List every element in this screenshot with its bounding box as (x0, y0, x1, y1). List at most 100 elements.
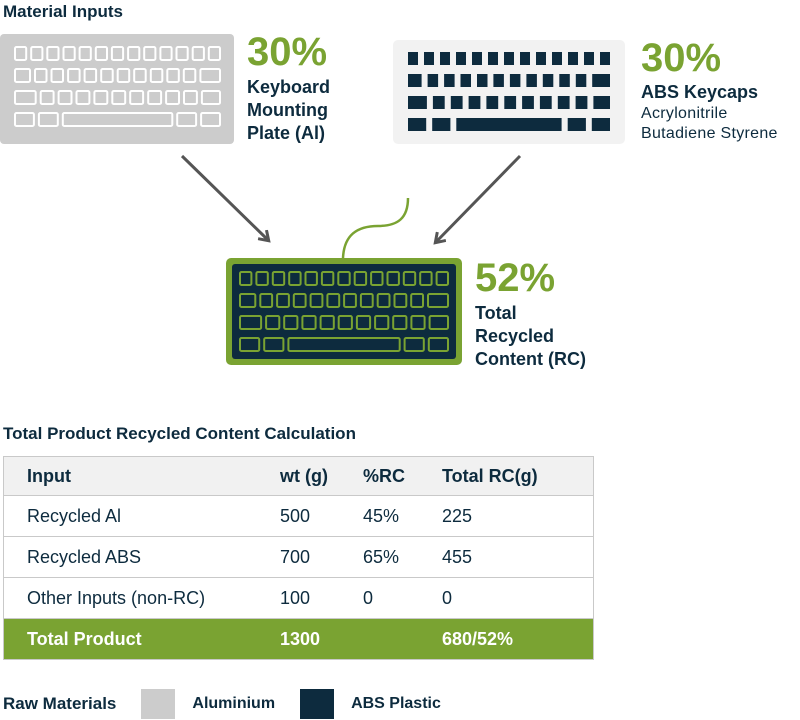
keyboard-key (444, 74, 455, 87)
keyboard-key (176, 112, 198, 127)
keyboard-key (584, 52, 594, 65)
legend-title: Raw Materials (3, 694, 117, 713)
keyboard-key (166, 68, 180, 83)
keyboard-key (320, 271, 335, 286)
arrow-from-aluminium (180, 154, 268, 240)
arrow-from-abs (436, 154, 522, 242)
legend-label-aluminium: Aluminium (192, 695, 276, 712)
table-header-row: Input wt (g) %RC Total RC(g) (3, 456, 594, 496)
keyboard-key (355, 315, 372, 330)
keyboard-key (100, 68, 114, 83)
keyboard-key (424, 52, 434, 65)
keyboard-key (50, 68, 64, 83)
legend: Raw Materials Aluminium ABS Plastic (3, 688, 441, 720)
recycled-label-line: Recycled (475, 326, 555, 346)
keyboard-cable (341, 197, 410, 259)
cell-input: Recycled ABS (27, 546, 142, 567)
keyboard-key (292, 293, 307, 308)
keyboard-key (460, 74, 471, 87)
keyboard-key (408, 74, 422, 87)
cell-weight: 100 (280, 587, 311, 608)
cell-total-rc: 225 (442, 505, 473, 526)
keyboard-key (287, 337, 401, 352)
abs-label-line: ABS Keycaps (641, 82, 759, 102)
material-inputs-title: Material Inputs (3, 2, 123, 21)
keyboard-key (359, 293, 374, 308)
keyboard-key (159, 46, 173, 61)
keyboard-key (199, 68, 221, 83)
keyboard-key (111, 90, 127, 105)
keyboard-key (62, 46, 76, 61)
cell-total-rc: 0 (442, 587, 453, 608)
keyboard-key (386, 271, 400, 286)
recycled-label-line: Content (RC) (475, 349, 586, 369)
aluminium-label-line: Plate (Al) (247, 123, 326, 143)
keyboard-key (46, 46, 60, 61)
keyboard-key (67, 68, 81, 83)
keyboard-key (504, 96, 517, 109)
keyboard-key (129, 90, 145, 105)
keyboard-key (165, 90, 181, 105)
recycled-label-line: Total (475, 303, 517, 323)
legend-label-abs: ABS Plastic (351, 695, 441, 712)
aluminium-percent: 30% (247, 30, 328, 74)
keyboard-key (410, 315, 426, 330)
cell-percent-rc: 45% (363, 505, 400, 526)
keyboard-key (526, 74, 537, 87)
keyboard-key (83, 68, 98, 83)
aluminium-keyboard-icon (0, 34, 234, 144)
abs-percent: 30% (641, 36, 722, 80)
keyboard-key (522, 96, 534, 109)
cell-percent-rc: 65% (363, 546, 400, 567)
keyboard-key (239, 337, 261, 352)
keyboard-key (472, 52, 482, 65)
keyboard-key (34, 68, 48, 83)
keyboard-key (319, 315, 335, 330)
keyboard-key (440, 52, 450, 65)
keyboard-key (403, 337, 425, 352)
recycled-percent: 52% (475, 256, 556, 300)
keyboard-key (509, 74, 521, 87)
keyboard-key (343, 293, 357, 308)
keyboard-key (468, 96, 481, 109)
material-flow-diagram (0, 34, 625, 365)
keyboard-key (410, 293, 425, 308)
table-total-row: Total Product 1300 680/52% (3, 618, 594, 660)
keyboard-key (39, 90, 55, 105)
keyboard-key (78, 46, 92, 61)
keyboard-key (239, 315, 263, 330)
keyboard-key (326, 293, 341, 308)
total-percent-rc (340, 619, 419, 660)
keyboard-key (408, 118, 427, 131)
cell-percent-rc: 0 (363, 587, 374, 608)
keyboard-key (376, 293, 391, 308)
keyboard-key (288, 271, 302, 286)
keyboard-key (559, 74, 570, 87)
keyboard-key (301, 315, 317, 330)
keyboard-key (147, 90, 163, 105)
legend-swatch-aluminium (141, 689, 176, 719)
cell-weight: 500 (280, 505, 311, 526)
keyboard-key (116, 68, 131, 83)
keyboard-key (427, 293, 449, 308)
keyboard-key (432, 118, 451, 131)
keyboard-key (304, 271, 318, 286)
keyboard-key (392, 315, 408, 330)
keyboard-key (14, 46, 28, 61)
keyboard-key (600, 52, 610, 65)
keyboard-key (575, 74, 587, 87)
keyboard-key (276, 293, 290, 308)
total-weight: 1300 (280, 628, 321, 649)
legend-swatch-abs (300, 689, 335, 719)
keyboard-key (14, 68, 31, 83)
cell-weight: 700 (280, 546, 311, 567)
keyboard-key (592, 74, 610, 87)
aluminium-label-line: Mounting (247, 100, 328, 120)
recycled-content-label: 52% Total Recycled Content (RC) (475, 258, 586, 371)
keyboard-key (536, 52, 546, 65)
keyboard-key (370, 271, 384, 286)
keyboard-key (575, 96, 588, 109)
keyboard-key (374, 315, 390, 330)
keyboard-key (419, 271, 433, 286)
keyboard-key (568, 52, 578, 65)
